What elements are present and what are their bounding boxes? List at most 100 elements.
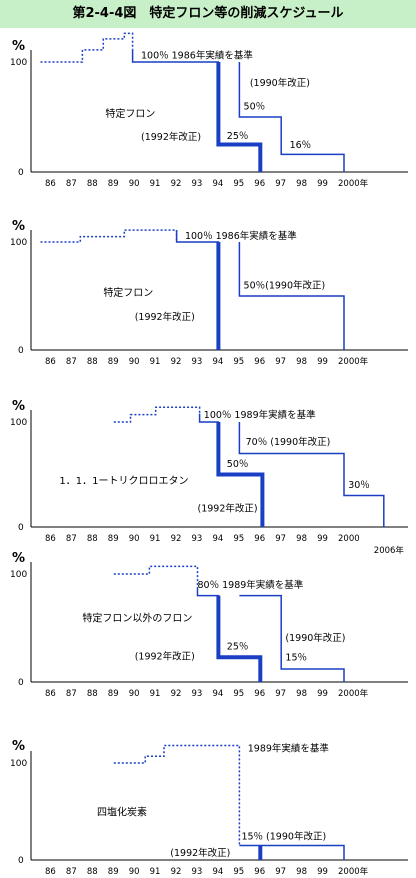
x-tick-label: 2000年 [338,356,369,367]
x-tick-label: 2000 [338,534,360,544]
y-tick-label: 0 [18,168,24,178]
x-tick-label: 97 [275,357,286,367]
annotation-label: 1989年実績を基準 [248,742,330,754]
x-tick-label: 99 [317,867,328,877]
x-tick-label: 86 [45,867,56,877]
x-tick-label: 93 [192,179,203,189]
y-tick-label: 0 [18,346,24,356]
x-tick-label: 87 [66,534,77,544]
y-tick-label: 100 [10,570,27,580]
series-1990-revision-line [175,230,220,350]
series-1990-revision-line [131,49,220,145]
x-tick-label: 90 [129,534,140,544]
series-dotted-line [40,32,134,63]
y-unit-label: % [12,219,25,234]
annotation-label: 100％ 1986年実績を基準 [185,230,297,242]
x-tick-label: 98 [296,357,307,367]
series-dotted-line [113,565,199,590]
annotation-label: 50％ [244,101,266,112]
x-tick-label: 91 [150,357,161,367]
series-1990-revision-line [198,413,220,475]
annotation-label: 15％ [285,652,307,663]
x-tick-label: 99 [317,179,328,189]
x-tick-label: 86 [45,689,56,699]
series-1990-revision-line [238,242,345,350]
annotation-label: 100％ 1986年実績を基準 [141,50,253,62]
x-tick-label: 99 [317,534,328,544]
x-tick-label: 89 [108,689,119,699]
y-unit-label: % [12,39,25,54]
x-tick-label: 95 [233,689,244,699]
substance-label: 四塩化炭素 [97,805,147,818]
x-tick-label: 94 [212,534,223,544]
x-tick-label: 98 [296,689,307,699]
y-tick-label: 100 [10,759,27,769]
annotation-label: (1990年改正) [285,632,345,644]
x-tick-label: 96 [254,867,265,877]
x-tick-label: 93 [192,867,203,877]
x-tick-label: 92 [171,534,182,544]
x-tick-label: 88 [87,534,98,544]
title-bar [0,0,416,28]
x-tick-label: 94 [212,179,223,189]
x-tick-label: 2000年 [338,178,369,189]
y-tick-label: 100 [10,238,27,248]
y-tick-label: 0 [18,523,24,533]
series-1990-revision-line [239,594,345,682]
annotation-label: 16％ [290,140,312,151]
x-tick-label: 95 [233,179,244,189]
x-tick-label: 88 [87,179,98,189]
annotation-label: (1990年改正) [250,77,310,89]
x-tick-label: 87 [66,867,77,877]
x-tick-label: 90 [129,179,140,189]
x-tick-label: 90 [129,689,140,699]
substance-label: 特定フロン以外のフロン [82,612,192,625]
annotation-label: 80％ 1989年実績を基準 [198,579,304,591]
x-tick-label: 92 [171,357,182,367]
y-tick-label: 0 [18,678,24,688]
page-title: 第2-4-4図 特定フロン等の削減スケジュール [72,6,344,21]
x-tick-label: 96 [254,179,265,189]
x-tick-label: 88 [87,689,98,699]
x-tick-label: 95 [233,867,244,877]
y-tick-label: 100 [10,418,27,428]
x-tick-label: 88 [87,357,98,367]
x-tick-label: 2000年 [338,688,369,699]
x-tick-label: 98 [296,179,307,189]
x-tick-label: 87 [66,357,77,367]
x-tick-label: 99 [317,357,328,367]
x-tick-label: 98 [296,534,307,544]
y-unit-label: % [12,551,25,566]
x-tick-label: 92 [171,689,182,699]
substance-label: 特定フロン [103,286,153,299]
annotation-label: (1992年改正) [198,502,258,514]
x-tick-label: 90 [129,867,140,877]
series-1992-revision-line [216,595,263,682]
x-tick-label: 96 [254,689,265,699]
x-tick-label: 87 [66,689,77,699]
annotation-label: (1992年改正) [141,131,201,143]
annotation-label: 100％ 1989年実績を基準 [204,409,316,421]
x-tick-label: 90 [129,357,140,367]
x-tick-label: 89 [108,534,119,544]
series-1992-revision-line [216,62,263,172]
x-tick-label: 93 [192,357,203,367]
x-tick-label: 2006年 [374,545,405,556]
y-tick-label: 100 [10,58,27,68]
annotation-label: (1992年改正) [170,847,230,859]
x-tick-label: 92 [171,867,182,877]
x-tick-label: 86 [45,534,56,544]
x-tick-label: 98 [296,867,307,877]
x-tick-label: 93 [192,689,203,699]
x-tick-label: 86 [45,357,56,367]
x-tick-label: 89 [108,179,119,189]
x-tick-label: 93 [192,534,203,544]
annotation-label: 70％ (1990年改正) [246,436,331,448]
annotation-label: 50％ [227,459,249,470]
